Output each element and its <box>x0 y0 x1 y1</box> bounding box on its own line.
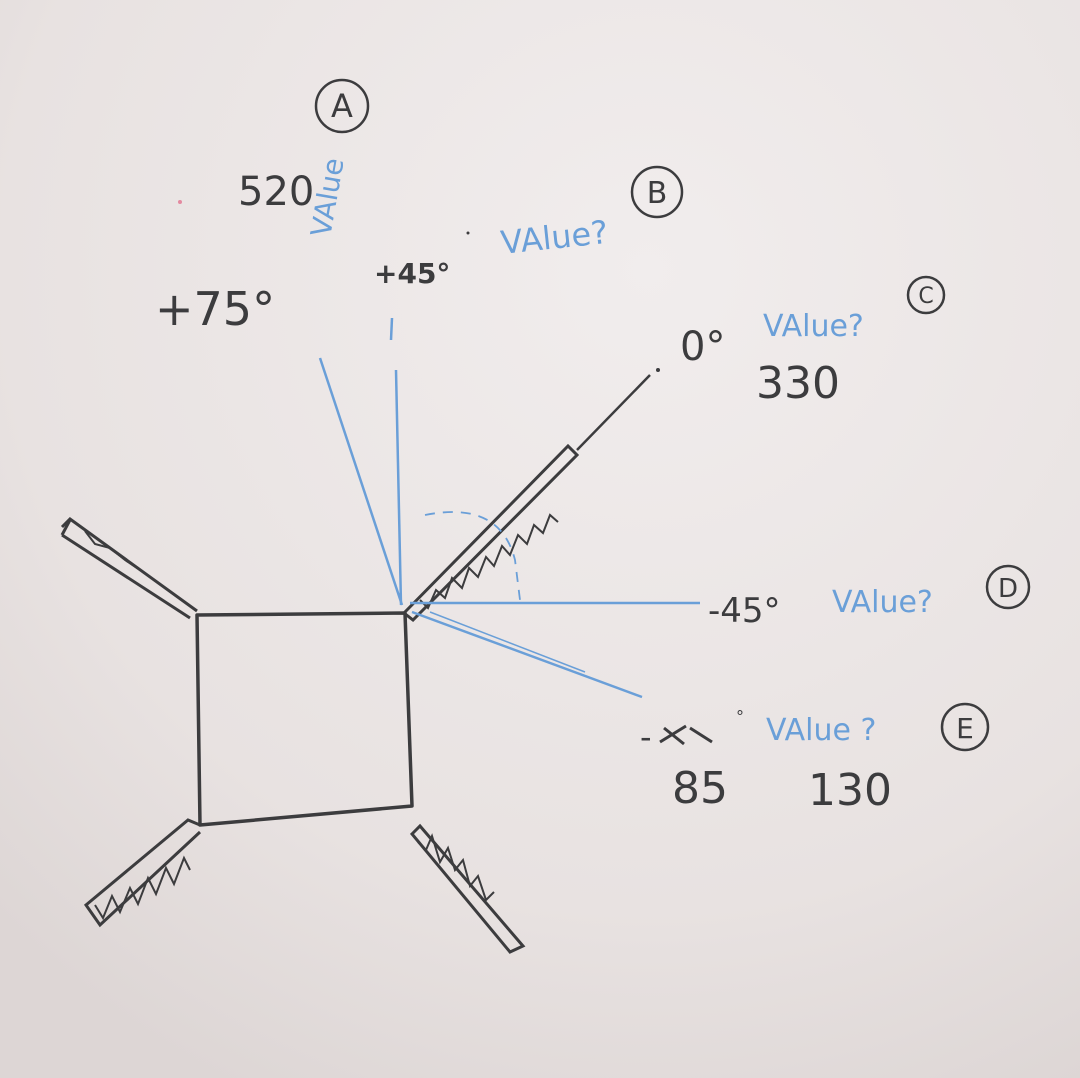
label-c-value: 330 <box>756 358 840 409</box>
label-e: E - ° VAlue ? 85 130 <box>640 702 990 816</box>
arm-upper-right <box>401 368 660 622</box>
angle-lines <box>318 317 700 699</box>
scribble-mark <box>659 724 713 746</box>
label-d: D -45° VAlue? <box>708 564 1031 631</box>
marker-b-circle <box>630 165 684 219</box>
marker-c-circle <box>906 275 946 315</box>
label-c: C 0° VAlue? 330 <box>680 275 946 409</box>
marker-a-text: A <box>331 87 353 125</box>
arm-upper-left <box>60 517 198 620</box>
marker-d-circle <box>985 564 1031 610</box>
arm-lower-right <box>409 823 526 954</box>
label-c-angle: 0° <box>680 324 725 370</box>
square-body <box>195 611 414 827</box>
svg-text:°: ° <box>736 707 744 726</box>
marker-a-circle <box>314 78 370 134</box>
ink-speck <box>466 231 470 235</box>
label-b-angle: +45° <box>374 257 450 290</box>
label-d-value-prompt: VAlue? <box>832 585 933 620</box>
label-a-value: 520 <box>238 169 314 215</box>
marker-e-circle <box>940 702 990 752</box>
marker-b-text: B <box>647 176 668 211</box>
label-a-angle: +75° <box>155 282 275 336</box>
label-e-angle: - <box>640 718 652 756</box>
label-e-value-right: 130 <box>808 765 892 816</box>
label-d-angle: -45° <box>708 591 781 631</box>
arm-lower-left <box>83 818 202 928</box>
ink-speck <box>178 200 182 204</box>
marker-c-text: C <box>918 284 933 309</box>
marker-e-text: E <box>956 712 974 745</box>
label-c-value-prompt: VAlue? <box>763 309 864 344</box>
label-e-value-left: 85 <box>672 763 728 814</box>
label-e-value-prompt: VAlue ? <box>766 713 876 748</box>
marker-d-text: D <box>998 574 1018 604</box>
